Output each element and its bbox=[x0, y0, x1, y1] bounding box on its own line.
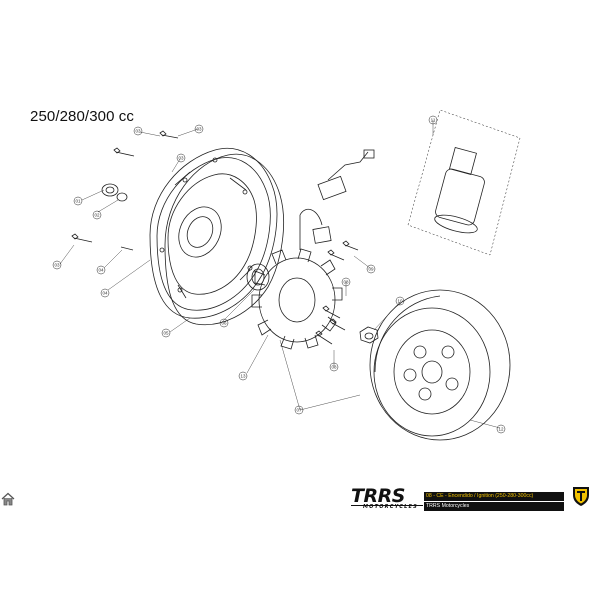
flywheel-nut bbox=[359, 326, 379, 344]
cover-bolts bbox=[71, 130, 179, 251]
oil-seal bbox=[246, 263, 270, 291]
callout-03-d: 03 bbox=[54, 263, 60, 268]
logo-subtitle: MOTORCYCLES bbox=[363, 504, 418, 510]
callout-04: 04 bbox=[102, 291, 108, 296]
callout-08-b: 08 bbox=[331, 365, 337, 370]
callout-10: 10 bbox=[397, 299, 403, 304]
logo-underline bbox=[351, 505, 423, 513]
callout-13: 13 bbox=[240, 374, 246, 379]
callout-04-b: 04 bbox=[98, 268, 104, 273]
callout-12: 12 bbox=[498, 427, 504, 432]
stator-screws bbox=[315, 240, 359, 345]
callout-03-a: 03 bbox=[135, 129, 141, 134]
cover-gasket bbox=[164, 153, 284, 326]
callout-01: 01 bbox=[75, 199, 81, 204]
section-info: 08 - CE - Encendido / Ignition (250-280-… bbox=[424, 492, 564, 511]
home-button[interactable] bbox=[1, 492, 15, 506]
callout-02: 02 bbox=[94, 213, 100, 218]
home-icon bbox=[1, 492, 15, 506]
leader-lines bbox=[59, 120, 501, 429]
trrs-badge bbox=[571, 485, 591, 507]
callout-circles bbox=[52, 115, 506, 434]
page-title: 250/280/300 cc bbox=[30, 108, 134, 125]
callout-08-a: 08 bbox=[343, 280, 349, 285]
plug-and-washer bbox=[101, 183, 128, 202]
callout-03-c: 03 bbox=[178, 156, 184, 161]
callout-11: 11 bbox=[431, 118, 436, 123]
callout-06: 06 bbox=[221, 321, 227, 326]
callout-03-b: 03 bbox=[196, 127, 202, 132]
brand-name: TRRS Motorcycles bbox=[424, 502, 564, 511]
trrs-shield-icon bbox=[573, 487, 589, 506]
logo-text: TRRS bbox=[351, 485, 405, 507]
section-title: 08 - CE - Encendido / Ignition (250-280-… bbox=[424, 492, 564, 501]
ignition-cover bbox=[149, 147, 278, 319]
footer-bar: TRRS MOTORCYCLES 08 - CE - Encendido / I… bbox=[345, 482, 595, 514]
flywheel-puller-tool bbox=[407, 109, 521, 256]
trrs-logo: TRRS MOTORCYCLES bbox=[349, 485, 423, 511]
callout-05: 05 bbox=[163, 331, 169, 336]
callout-07: 07 bbox=[296, 408, 302, 413]
callout-09: 09 bbox=[368, 267, 374, 272]
stator bbox=[251, 149, 375, 350]
flywheel bbox=[369, 289, 511, 441]
